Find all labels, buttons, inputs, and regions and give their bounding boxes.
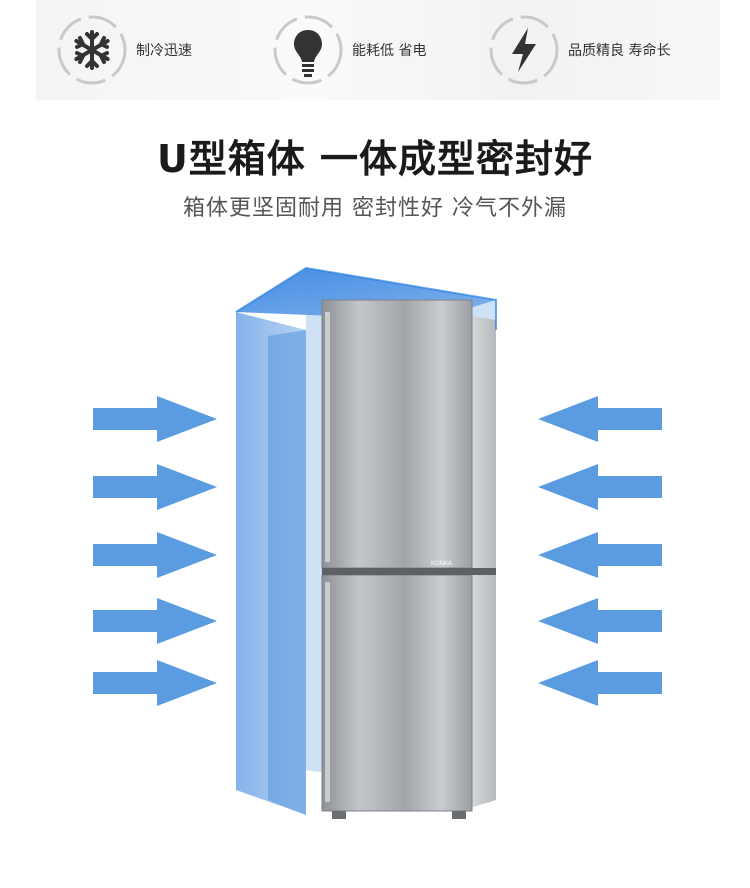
feature-label: 品质精良 寿命长 bbox=[568, 43, 671, 59]
feature-strip bbox=[36, 0, 720, 100]
feature-label: 能耗低 省电 bbox=[352, 43, 427, 59]
arrow-right-icon bbox=[93, 464, 217, 514]
page-title: U型箱体 一体成型密封好 bbox=[156, 137, 594, 181]
arrow-left-icon bbox=[538, 598, 662, 648]
feature-fast-cooling: 制冷迅速 bbox=[56, 12, 192, 88]
refrigerator bbox=[321, 299, 496, 819]
page-subtitle: 箱体更坚固耐用 密封性好 冷气不外漏 bbox=[183, 196, 567, 221]
arrow-left-icon bbox=[538, 532, 662, 582]
feature-label: 制冷迅速 bbox=[136, 43, 192, 59]
brand-badge: KONKA bbox=[431, 561, 452, 567]
arrow-right-icon bbox=[93, 532, 217, 582]
arrow-right-icon bbox=[93, 396, 217, 446]
lightning-icon bbox=[488, 14, 560, 86]
arrow-left-icon bbox=[538, 464, 662, 514]
lightbulb-icon bbox=[272, 14, 344, 86]
arrow-left-icon bbox=[538, 660, 662, 710]
feature-energy-saving: 能耗低 省电 bbox=[272, 12, 426, 88]
feature-durable-quality: 品质精良 寿命长 bbox=[488, 12, 670, 88]
arrow-right-icon bbox=[93, 660, 217, 710]
arrow-left-icon bbox=[538, 396, 662, 446]
snowflake-icon bbox=[56, 14, 128, 86]
arrow-right-icon bbox=[93, 598, 217, 648]
